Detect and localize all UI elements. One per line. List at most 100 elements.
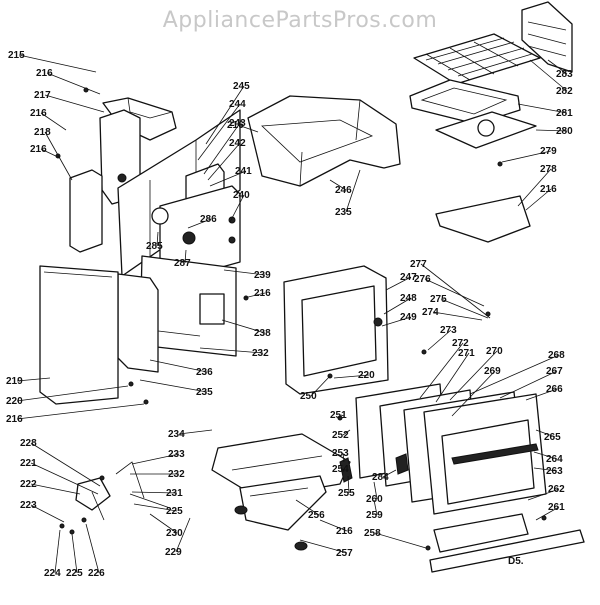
callout-241: 241 <box>235 166 252 177</box>
callout-231: 231 <box>166 488 183 499</box>
part-broiler-grid <box>435 111 537 149</box>
leader-line-235 <box>139 379 208 393</box>
part-drawer-bottom <box>435 195 531 243</box>
part-toe-kick <box>239 475 327 531</box>
callout-254: 254 <box>332 464 349 475</box>
screws-group <box>55 87 547 551</box>
callout-263: 263 <box>546 466 563 477</box>
leader-line-223 <box>30 504 65 523</box>
part-left-strip <box>69 169 103 253</box>
leader-line-267 <box>499 370 558 399</box>
callout-223: 223 <box>20 500 37 511</box>
parts-layer <box>39 1 585 573</box>
leader-line-230 <box>149 513 178 534</box>
leader-line-251 <box>340 414 345 417</box>
leader-line-269 <box>451 370 496 417</box>
callout-216: 216 <box>254 288 271 299</box>
callout-284: 284 <box>372 472 389 483</box>
leader-line-264 <box>533 451 558 460</box>
leader-line-215 <box>18 54 97 73</box>
leader-line-234 <box>178 429 213 435</box>
callout-233: 233 <box>168 449 185 460</box>
corner-code: D5. <box>508 556 524 567</box>
leader-line-216 <box>319 519 348 532</box>
callout-216: 216 <box>30 144 47 155</box>
leader-line-262 <box>527 488 560 501</box>
leader-line-271 <box>435 352 470 403</box>
callout-267: 267 <box>546 366 563 377</box>
callout-262: 262 <box>548 484 565 495</box>
leader-line-226 <box>85 523 100 574</box>
leader-line-220 <box>333 374 370 379</box>
callout-250: 250 <box>300 391 317 402</box>
leader-lines <box>16 54 568 574</box>
leader-line-216 <box>46 72 101 95</box>
callout-215: 215 <box>8 50 25 61</box>
part-insulation-panel <box>117 273 159 373</box>
callout-248: 248 <box>400 293 417 304</box>
leader-line-218 <box>44 131 73 181</box>
callout-259: 259 <box>366 510 383 521</box>
callout-220: 220 <box>6 396 23 407</box>
callout-235: 235 <box>196 387 213 398</box>
leader-line-220 <box>16 385 129 402</box>
callout-216: 216 <box>336 526 353 537</box>
callout-243: 243 <box>229 118 246 129</box>
leader-line-238 <box>221 319 266 334</box>
leader-line-244 <box>197 103 241 161</box>
callout-274: 274 <box>422 307 439 318</box>
callout-272: 272 <box>452 338 469 349</box>
leader-line-263 <box>533 467 558 472</box>
leader-line-256 <box>295 499 320 516</box>
leader-line-272 <box>419 342 464 399</box>
callout-labels: 2152162172162182162452442432422412402862… <box>6 50 573 579</box>
callout-235: 235 <box>335 207 352 218</box>
leader-line-246 <box>329 179 347 191</box>
callout-270: 270 <box>486 346 503 357</box>
leader-line-221 <box>30 462 99 495</box>
leader-line-241 <box>209 170 247 187</box>
leader-line-232 <box>199 347 264 354</box>
leader-line-254 <box>342 468 345 473</box>
callout-257: 257 <box>336 548 353 559</box>
callout-258: 258 <box>364 528 381 539</box>
callout-247: 247 <box>400 272 417 283</box>
callout-261: 261 <box>548 502 565 513</box>
leader-line-242 <box>207 142 241 181</box>
callout-244: 244 <box>229 99 246 110</box>
callout-234: 234 <box>168 429 185 440</box>
callout-260: 260 <box>366 494 383 505</box>
callout-287: 287 <box>174 258 191 269</box>
leader-line-260 <box>373 481 378 500</box>
part-oven-rack <box>413 33 541 85</box>
callout-232: 232 <box>252 348 269 359</box>
leader-line-245 <box>205 85 245 145</box>
leader-line-276 <box>424 278 485 307</box>
leader-line-216 <box>40 148 61 159</box>
leader-line-281 <box>517 103 568 114</box>
callout-240: 240 <box>233 190 250 201</box>
leader-line-274 <box>432 311 483 321</box>
callout-217: 217 <box>34 90 51 101</box>
callout-236: 236 <box>196 367 213 378</box>
leader-line-225 <box>133 503 178 512</box>
leader-line-231 <box>131 491 178 494</box>
callout-242: 242 <box>229 138 246 149</box>
callout-271: 271 <box>458 348 475 359</box>
leader-line-259 <box>373 499 378 516</box>
callout-239: 239 <box>254 270 271 281</box>
callout-222: 222 <box>20 479 37 490</box>
callout-253: 253 <box>332 448 349 459</box>
callout-229: 229 <box>165 547 182 558</box>
part-leveling-leg-2 <box>294 541 308 551</box>
leader-line-216 <box>525 188 552 211</box>
callout-246: 246 <box>335 185 352 196</box>
leader-line-225 <box>71 533 78 574</box>
leader-line-268 <box>469 354 560 395</box>
leader-line-285 <box>156 231 159 247</box>
callout-226: 226 <box>88 568 105 579</box>
callout-221: 221 <box>20 458 37 469</box>
leader-line-222 <box>30 483 81 495</box>
callout-216: 216 <box>6 414 23 425</box>
